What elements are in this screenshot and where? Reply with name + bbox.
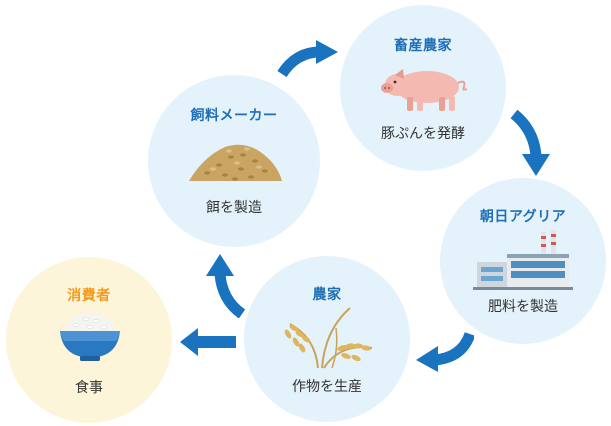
pig-icon bbox=[375, 63, 471, 113]
arrow-asahi-to-farmer bbox=[414, 330, 474, 374]
node-consumer: 消費者 食事 bbox=[6, 257, 172, 423]
node-asahi-agria: 朝日アグリア 肥料を製造 bbox=[440, 178, 606, 344]
node-farmer: 農家 作物を生産 bbox=[244, 256, 410, 422]
node-title: 農家 bbox=[312, 287, 342, 303]
arrow-farmer-to-feed bbox=[204, 250, 248, 318]
node-caption: 作物を生産 bbox=[292, 379, 362, 395]
node-caption: 食事 bbox=[75, 380, 103, 396]
node-caption: 餌を製造 bbox=[206, 200, 262, 216]
factory-icon bbox=[473, 230, 573, 290]
node-feed-maker: 飼料メーカー 餌を製造 bbox=[148, 75, 320, 247]
arrow-farmer-to-consumer bbox=[178, 326, 238, 358]
node-title: 飼料メーカー bbox=[190, 108, 278, 124]
node-caption: 肥料を製造 bbox=[488, 299, 558, 315]
node-title: 消費者 bbox=[67, 288, 111, 304]
node-caption: 豚ぷんを発酵 bbox=[381, 126, 465, 142]
arrow-feed-to-livestock bbox=[276, 38, 340, 78]
node-livestock-farmer: 畜産農家 豚ぷんを発酵 bbox=[340, 5, 506, 171]
grain-pile-icon bbox=[185, 137, 285, 185]
arrow-livestock-to-asahi bbox=[508, 110, 554, 180]
node-title: 畜産農家 bbox=[394, 38, 452, 54]
rice-plant-icon bbox=[272, 304, 382, 370]
rice-bowl-icon bbox=[58, 309, 122, 363]
node-title: 朝日アグリア bbox=[479, 209, 567, 225]
